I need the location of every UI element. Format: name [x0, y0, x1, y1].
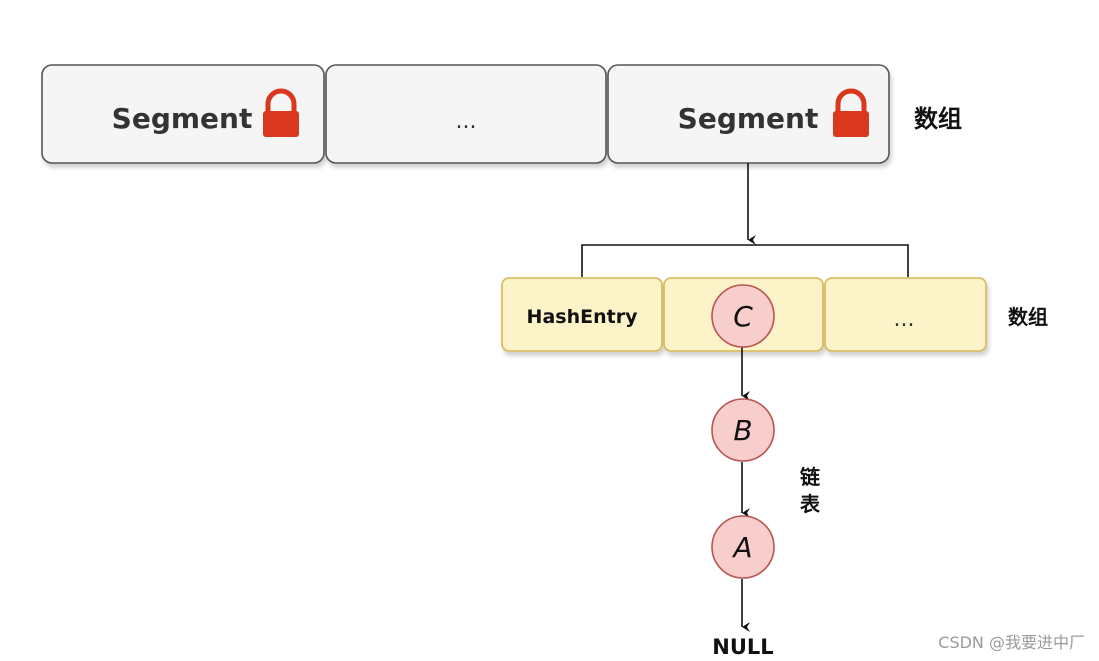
lock-icon — [833, 88, 869, 137]
node-label: A — [731, 531, 752, 564]
segment-box-ellipsis[interactable]: ... — [325, 64, 607, 164]
hash-entry-box-ellipsis[interactable]: ... — [824, 277, 987, 352]
segment-box[interactable]: Segment — [41, 64, 325, 164]
list-node[interactable]: C — [711, 284, 775, 348]
segment-array-label: 数组 — [914, 105, 962, 133]
lock-icon — [263, 88, 299, 137]
linked-list-label-line2: 表 — [800, 492, 821, 516]
hash-entry-label: HashEntry — [527, 306, 639, 328]
segment-box[interactable]: Segment — [607, 64, 890, 164]
segment-array: Segment ... Segment 数组 — [41, 64, 962, 164]
list-node[interactable]: A — [711, 515, 775, 579]
ellipsis-label: ... — [894, 307, 915, 332]
segment-to-entries-connector — [581, 163, 909, 277]
watermark: CSDN @我要进中厂 — [938, 633, 1085, 652]
list-node[interactable]: B — [711, 398, 775, 462]
null-terminator: NULL — [712, 635, 773, 659]
hash-entry-array-label: 数组 — [1008, 305, 1048, 329]
ellipsis-label: ... — [456, 109, 477, 134]
hash-entry-box[interactable]: HashEntry — [501, 277, 663, 352]
segment-label: Segment — [112, 102, 253, 135]
node-label: C — [733, 300, 753, 333]
node-label: B — [733, 414, 752, 447]
segment-label: Segment — [678, 102, 819, 135]
bracket-line — [581, 244, 909, 277]
linked-list: C B A NULL 链 表 — [711, 284, 821, 659]
linked-list-label-line1: 链 — [800, 465, 821, 489]
hash-entry-array: HashEntry ... 数组 — [501, 277, 1048, 352]
